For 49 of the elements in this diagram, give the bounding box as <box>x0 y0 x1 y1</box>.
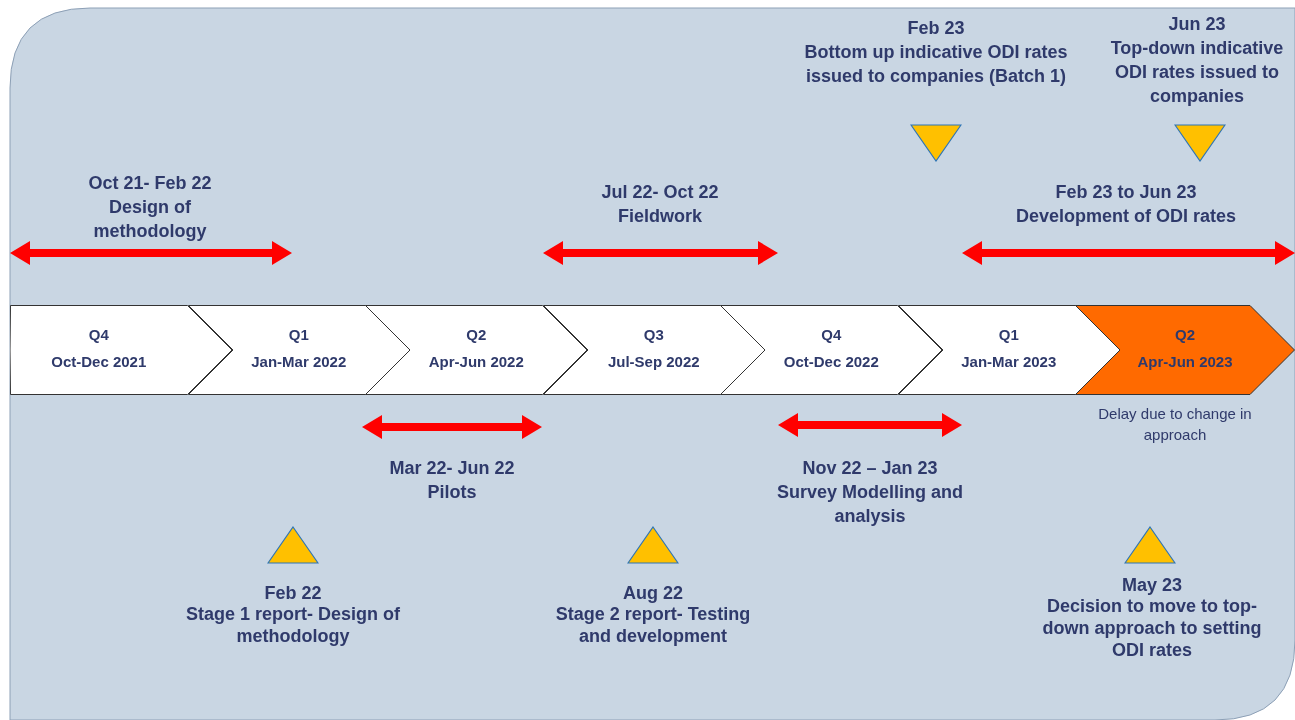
milestone-text: Decision to move to top-down approach to setting ODI rates <box>1041 595 1263 661</box>
double-arrow <box>362 415 542 439</box>
chevron-shape <box>1075 305 1295 395</box>
quarter-label: Q3 <box>642 326 665 344</box>
date-range-label: Oct-Dec 2022 <box>782 353 880 371</box>
quarter-label: Q2 <box>1174 326 1196 344</box>
date-range-label: Jan-Mar 2022 <box>250 353 348 371</box>
activity-label: Pilots <box>426 481 478 504</box>
milestone-triangle <box>267 526 319 564</box>
date-range-label: Oct 21- Feb 22 <box>87 172 213 195</box>
date-range-label: Jul 22- Oct 22 <box>600 181 720 204</box>
date-label: May 23 <box>1120 574 1183 597</box>
chevron-shape <box>187 305 410 395</box>
activity-label: Design of methodology <box>92 196 208 243</box>
date-range-label: Apr-Jun 2023 <box>1136 353 1234 371</box>
double-arrow <box>543 241 778 265</box>
milestone-triangle <box>627 526 679 564</box>
milestone-triangle <box>910 124 962 162</box>
date-label: Jun 23 <box>1167 13 1227 36</box>
milestone-text: Bottom up indicative ODI rates issued to companies (Batch 1) <box>803 41 1069 88</box>
chevron-shape <box>542 305 765 395</box>
milestone-triangle <box>1174 124 1226 162</box>
date-range-label: Jul-Sep 2022 <box>606 353 701 371</box>
date-range-label: Mar 22- Jun 22 <box>388 457 516 480</box>
quarter-label: Q1 <box>997 326 1020 344</box>
chevron-shape <box>365 305 588 395</box>
milestone-text: Top-down indicative ODI rates issued to companies <box>1109 37 1285 108</box>
quarter-label: Q1 <box>287 326 310 344</box>
date-label: Feb 22 <box>263 582 323 605</box>
date-range-label: Apr-Jun 2022 <box>427 353 525 371</box>
date-range-label: Nov 22 – Jan 23 <box>801 457 939 480</box>
date-label: Aug 22 <box>622 582 684 605</box>
date-label: Feb 23 <box>906 17 966 40</box>
double-arrow <box>10 241 292 265</box>
double-arrow <box>962 241 1295 265</box>
quarter-label: Q4 <box>820 326 843 344</box>
chevron-shape <box>897 305 1120 395</box>
note-text: Delay due to change in approach <box>1097 404 1253 445</box>
double-arrow <box>778 413 962 437</box>
activity-label: Fieldwork <box>617 205 703 228</box>
milestone-triangle <box>1124 526 1176 564</box>
milestone-text: Stage 1 report- Design of methodology <box>185 603 401 647</box>
quarter-label: Q2 <box>465 326 488 344</box>
date-range-label: Feb 23 to Jun 23 <box>1054 181 1198 204</box>
activity-label: Survey Modelling and analysis <box>776 481 964 528</box>
date-range-label: Jan-Mar 2023 <box>960 353 1058 371</box>
milestone-text: Stage 2 report- Testing and development <box>554 603 752 647</box>
activity-label: Development of ODI rates <box>1014 205 1238 228</box>
chevron-shape <box>720 305 943 395</box>
